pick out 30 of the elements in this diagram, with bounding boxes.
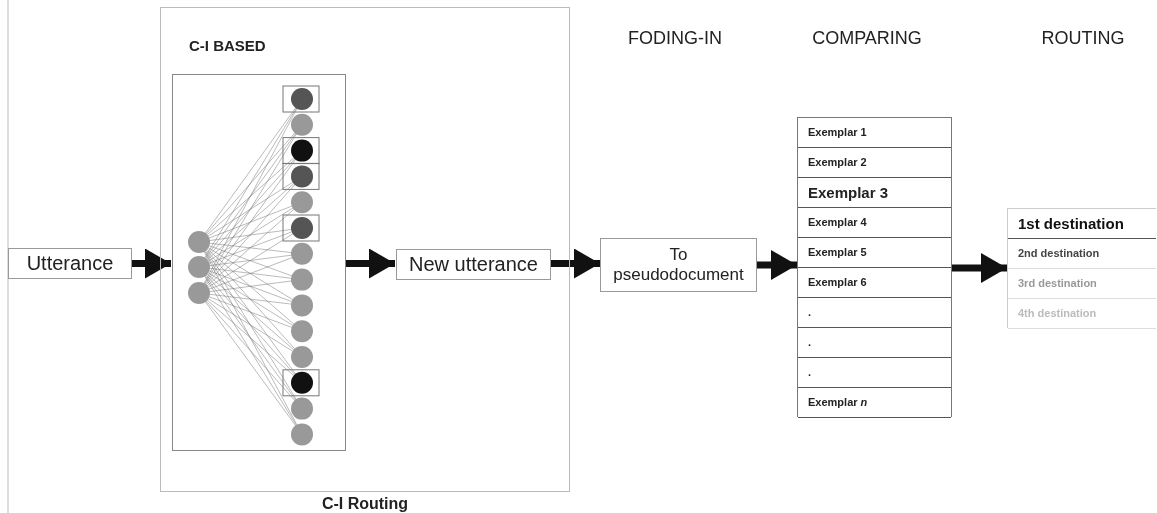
stage-heading: FODING-IN <box>628 28 722 49</box>
process-box <box>396 249 551 280</box>
exemplar-entry: Exemplar 3 <box>798 178 951 208</box>
exemplar-entry: Exemplar 6 <box>798 268 951 298</box>
stage-heading: ROUTING <box>1041 28 1125 49</box>
flow-arrow <box>550 248 600 279</box>
exemplar-entry: . <box>798 298 951 328</box>
panel-heading: C-I BASED <box>189 37 266 54</box>
destination-entry: 1st destination <box>1008 209 1156 239</box>
exemplar-table <box>797 117 952 417</box>
exemplar-entry: Exemplar 1 <box>798 118 951 148</box>
destination-entry: 3rd destination <box>1008 269 1156 299</box>
process-box <box>600 238 757 292</box>
exemplar-entry: . <box>798 358 951 388</box>
frame-caption: C-I Routing <box>321 495 409 513</box>
exemplar-entry: Exemplar 2 <box>798 148 951 178</box>
box-label: To pseudodocument <box>613 245 744 285</box>
flow-arrow <box>757 250 797 280</box>
destination-table <box>1007 208 1156 328</box>
exemplar-entry: Exemplar 4 <box>798 208 951 238</box>
destination-entry: 4th destination <box>1008 299 1156 329</box>
destination-entry: 2nd destination <box>1008 239 1156 269</box>
box-label: New utterance <box>409 253 538 276</box>
exemplar-entry: . <box>798 328 951 358</box>
exemplar-entry: Exemplar n <box>798 388 951 418</box>
flow-arrow <box>952 253 1007 283</box>
stage-heading: COMPARING <box>812 28 922 49</box>
exemplar-entry: Exemplar 5 <box>798 238 951 268</box>
box-label: Utterance <box>26 252 114 275</box>
process-box <box>8 248 132 279</box>
